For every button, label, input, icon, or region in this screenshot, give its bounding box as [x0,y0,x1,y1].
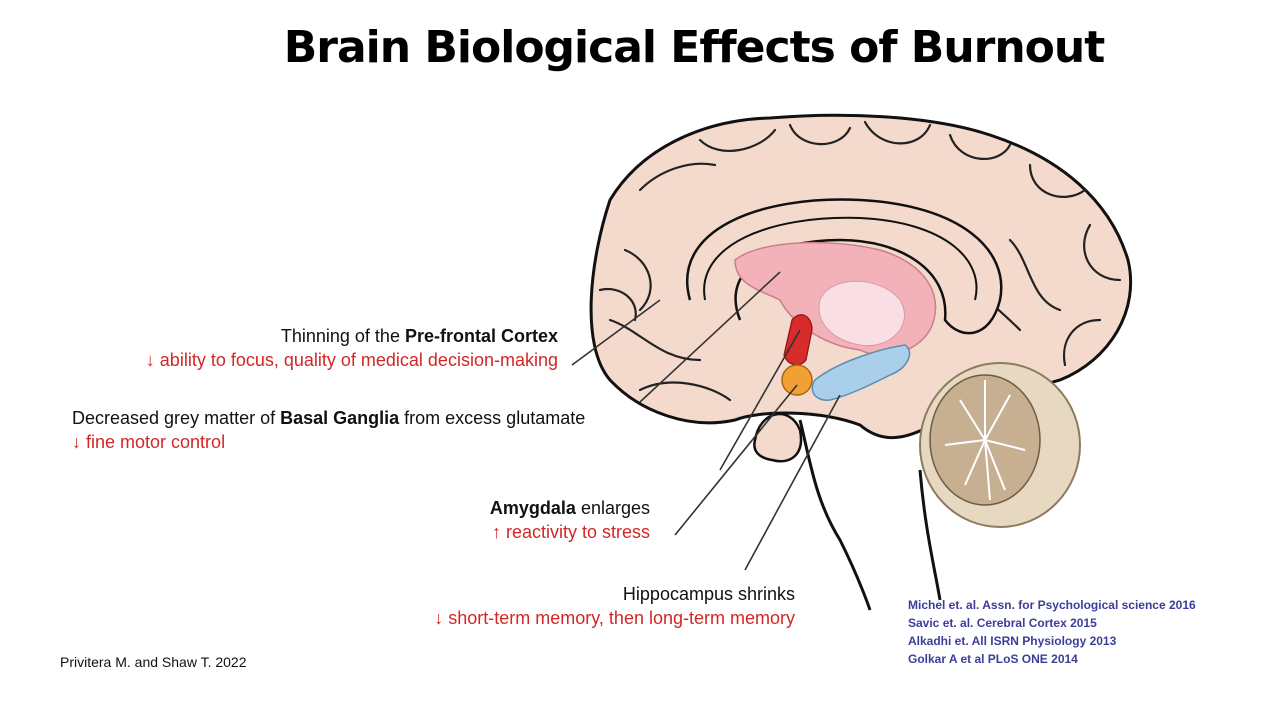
hippocampus [811,344,911,401]
basal-ganglia-effect: ↓ fine motor control [72,432,226,452]
reference-item: Alkadhi et. All ISRN Physiology 2013 [908,634,1117,648]
references-list: Michel et. al. Assn. for Psychological s… [908,596,1196,668]
basal-ganglia [783,314,813,366]
annotation-basal-ganglia: Decreased grey matter of Basal Ganglia f… [72,406,585,454]
reference-item: Michel et. al. Assn. for Psychological s… [908,598,1196,612]
page-title: Brain Biological Effects of Burnout [283,22,1106,73]
credit-text: Privitera M. and Shaw T. 2022 [60,654,247,670]
prefrontal-prefix: Thinning of the [280,326,405,346]
amygdala [781,364,813,396]
annotation-hippocampus: Hippocampus shrinks ↓ short-term memory,… [434,582,795,630]
prefrontal-bold: Pre-frontal Cortex [404,326,558,346]
reference-item: Savic et. al. Cerebral Cortex 2015 [908,616,1097,630]
annotation-amygdala: Amygdala enlarges ↑ reactivity to stress [490,496,650,544]
annotation-prefrontal: Thinning of the Pre-frontal Cortex ↓ abi… [146,324,558,372]
leader-lines [571,271,841,571]
cerebellum [919,362,1081,528]
basal-ganglia-suffix: from excess glutamate [399,408,586,428]
amygdala-suffix: enlarges [575,498,650,518]
gyri-folds [598,120,1122,402]
amygdala-effect: ↑ reactivity to stress [491,522,650,542]
corpus-callosum [686,198,1003,335]
reference-item: Golkar A et al PLoS ONE 2014 [908,652,1078,666]
basal-ganglia-prefix: Decreased grey matter of [72,408,281,428]
hippocampus-effect: ↓ short-term memory, then long-term memo… [434,608,795,628]
amygdala-bold: Amygdala [489,498,576,518]
brainstem [798,419,942,611]
basal-ganglia-bold: Basal Ganglia [280,408,400,428]
prefrontal-effect: ↓ ability to focus, quality of medical d… [145,350,558,370]
hippocampus-prefix: Hippocampus shrinks [622,584,795,604]
